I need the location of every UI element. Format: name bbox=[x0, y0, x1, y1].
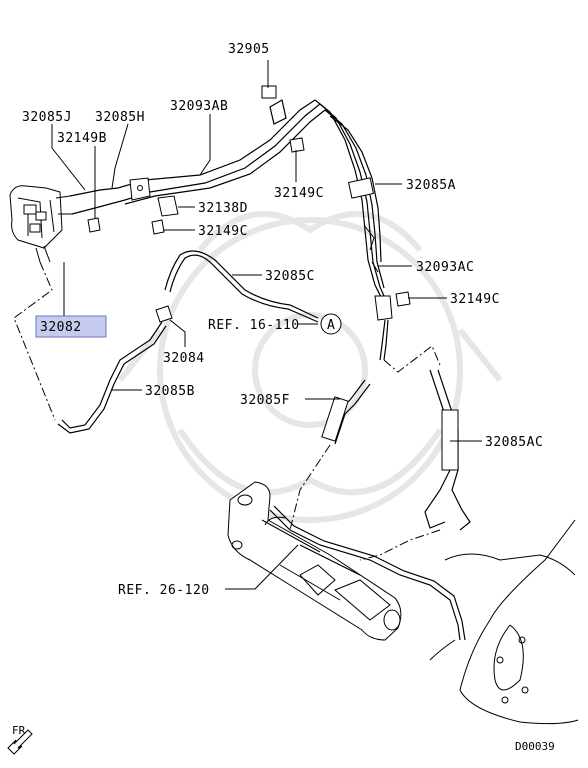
label-32085C: 32085C bbox=[265, 269, 315, 284]
label-32085F: 32085F bbox=[240, 393, 290, 408]
label-ref-16-110: REF. 16-110 bbox=[208, 318, 300, 333]
lower-hoses bbox=[269, 505, 466, 641]
direction-label: FR bbox=[12, 724, 26, 737]
solenoid-valve-assembly bbox=[9, 185, 72, 263]
figure-code: D00039 bbox=[515, 740, 555, 753]
label-32149B: 32149B bbox=[57, 131, 107, 146]
label-32149C-right: 32149C bbox=[450, 292, 500, 307]
middle-hoses bbox=[57, 250, 471, 531]
highlight-box bbox=[35, 315, 107, 338]
dashed-connectors bbox=[13, 261, 441, 561]
label-32149C-top: 32149C bbox=[274, 186, 324, 201]
label-32093AC: 32093AC bbox=[416, 260, 474, 275]
brackets-bolts bbox=[87, 85, 411, 307]
label-ref-26-120: REF. 26-120 bbox=[118, 583, 210, 598]
label-32138D: 32138D bbox=[198, 201, 248, 216]
label-32084: 32084 bbox=[163, 351, 205, 366]
label-32149C-mid: 32149C bbox=[198, 224, 248, 239]
label-32085A: 32085A bbox=[406, 178, 456, 193]
reference-circle bbox=[320, 313, 342, 335]
label-ref-a: A bbox=[327, 318, 335, 333]
watermark-emblem bbox=[117, 211, 503, 523]
label-32085J: 32085J bbox=[22, 110, 72, 125]
label-32085H: 32085H bbox=[95, 110, 145, 125]
label-32085B: 32085B bbox=[145, 384, 195, 399]
label-32085AC: 32085AC bbox=[485, 435, 543, 450]
label-32905: 32905 bbox=[228, 42, 270, 57]
label-32082: 32082 bbox=[40, 320, 82, 335]
cylinder-body bbox=[227, 481, 402, 641]
front-arrow-icon bbox=[7, 729, 33, 755]
label-32093AB: 32093AB bbox=[170, 99, 228, 114]
leader-lines bbox=[51, 60, 482, 590]
transmission-housing bbox=[429, 519, 579, 725]
